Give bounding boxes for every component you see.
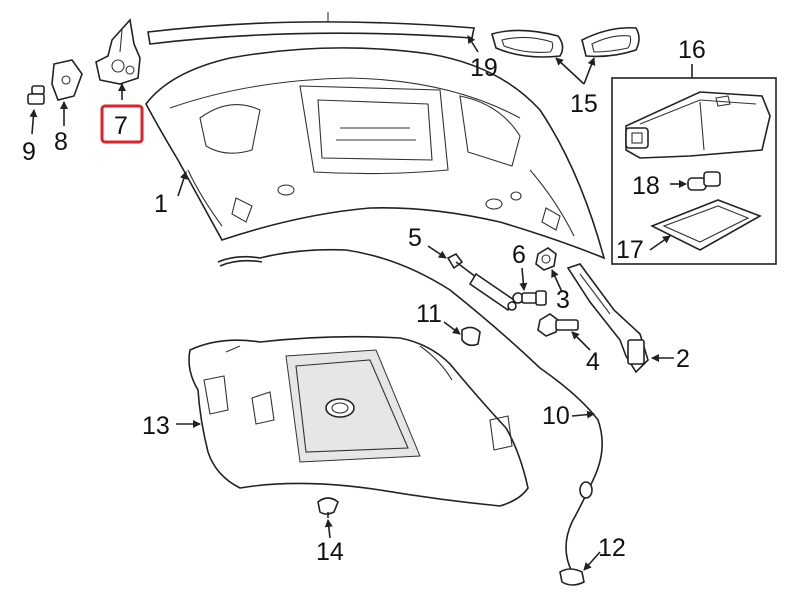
clip-part-11 bbox=[461, 326, 481, 347]
bolt-part-4 bbox=[537, 313, 579, 337]
callout-3: 3 bbox=[556, 286, 570, 314]
callout-19: 19 bbox=[470, 54, 498, 82]
callout-7: 7 bbox=[114, 112, 128, 140]
hood-latch-part-7 bbox=[95, 18, 141, 85]
callout-16: 16 bbox=[678, 36, 706, 64]
hood-seal-part-19 bbox=[147, 12, 475, 45]
callout-15: 15 bbox=[570, 90, 598, 118]
bolt-part-9 bbox=[27, 85, 45, 105]
hood-vents-part-15 bbox=[491, 26, 640, 58]
ball-stud-part-6 bbox=[512, 290, 547, 306]
callout-18: 18 bbox=[632, 172, 660, 200]
callout-14: 14 bbox=[316, 538, 344, 566]
callout-labels: 1 2 3 4 5 6 7 8 9 10 11 12 13 14 15 16 1… bbox=[22, 36, 706, 566]
hood-hinge-part-2 bbox=[566, 263, 649, 374]
push-pin-part-14 bbox=[317, 497, 339, 518]
callout-4: 4 bbox=[586, 348, 600, 376]
cable-handle-part-12 bbox=[559, 568, 585, 586]
hood-insulator-part-13 bbox=[188, 335, 529, 507]
bulb-part-18 bbox=[687, 171, 721, 191]
callout-13: 13 bbox=[142, 412, 170, 440]
leader-lines bbox=[29, 35, 693, 571]
callout-8: 8 bbox=[54, 128, 68, 156]
callout-12: 12 bbox=[598, 534, 626, 562]
release-cable-part-10 bbox=[217, 248, 603, 573]
callout-9: 9 bbox=[22, 138, 36, 166]
hood-panel-part-1 bbox=[145, 47, 606, 260]
callout-10: 10 bbox=[542, 402, 570, 430]
callout-2: 2 bbox=[676, 345, 690, 373]
gas-strut-part-5 bbox=[446, 252, 517, 312]
nut-part-3 bbox=[535, 247, 557, 271]
callout-1: 1 bbox=[154, 190, 168, 218]
callout-11: 11 bbox=[416, 300, 442, 328]
latch-bracket-part-8 bbox=[51, 59, 83, 101]
highlight-box bbox=[100, 104, 144, 144]
lamp-lens-part-17 bbox=[650, 199, 762, 251]
callout-6: 6 bbox=[512, 241, 526, 269]
callout-17: 17 bbox=[616, 236, 644, 264]
callout-5: 5 bbox=[408, 224, 422, 252]
